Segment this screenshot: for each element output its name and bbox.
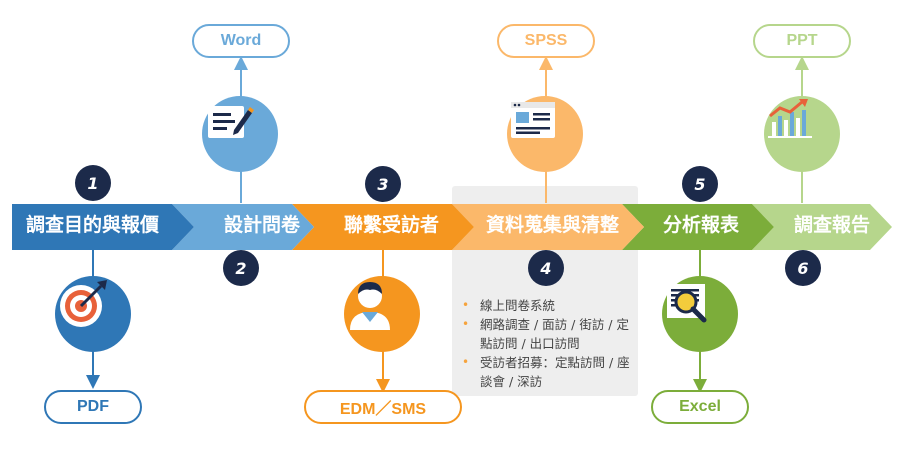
step-icon-circle-2: [202, 96, 278, 172]
band-segment-4: [452, 204, 644, 250]
note-item: 線上問卷系統: [462, 296, 640, 315]
tool-pill-edm-sms: EDM／SMS: [304, 390, 462, 424]
band-segment-3: [292, 204, 474, 250]
step-number-1: 1: [75, 165, 111, 201]
document-magnifier-icon: [667, 284, 707, 323]
step-number-6: 6: [785, 250, 821, 286]
tool-pill-spss: SPSS: [497, 24, 595, 58]
tool-pill-excel: Excel: [651, 390, 749, 424]
step-label-5: 分析報表: [663, 214, 740, 236]
step-number-5: 5: [682, 166, 718, 202]
step-icon-circle-1: [55, 276, 131, 352]
notes-list: 線上問卷系統 網路調查 / 面訪 / 街訪 / 定點訪問 / 出口訪問 受訪者招…: [462, 296, 640, 391]
band-segment-2: [172, 204, 314, 250]
step-label-3: 聯繫受訪者: [344, 214, 440, 236]
band-segment-6: [752, 204, 892, 250]
tool-pill-pdf: PDF: [44, 390, 142, 424]
note-item: 受訪者招募：定點訪問 / 座談會 / 深訪: [462, 353, 640, 391]
bar-chart-trend-icon: [768, 99, 812, 138]
band-segment-1: [12, 204, 194, 250]
tool-pill-ppt: PPT: [753, 24, 851, 58]
step-number-4: 4: [528, 250, 564, 286]
step-icon-circle-3: [344, 276, 420, 352]
step-number-3: 3: [365, 166, 401, 202]
person-icon: [350, 282, 390, 330]
step-label-6: 調查報告: [794, 214, 871, 236]
target-icon: [60, 280, 107, 327]
step-number-2: 2: [223, 250, 259, 286]
notepad-pencil-icon: [208, 106, 254, 138]
step-icon-circle-5: [662, 276, 738, 352]
step-label-4: 資料蒐集與清整: [486, 214, 620, 236]
step-label-1: 調查目的與報價: [26, 214, 160, 236]
tool-pill-word: Word: [192, 24, 290, 58]
band-segment-5: [622, 204, 774, 250]
step-icon-circle-4: [507, 96, 583, 172]
note-item: 網路調查 / 面訪 / 街訪 / 定點訪問 / 出口訪問: [462, 315, 640, 353]
step-label-2: 設計問卷: [224, 214, 301, 236]
browser-window-icon: [511, 102, 555, 138]
step-icon-circle-6: [764, 96, 840, 172]
